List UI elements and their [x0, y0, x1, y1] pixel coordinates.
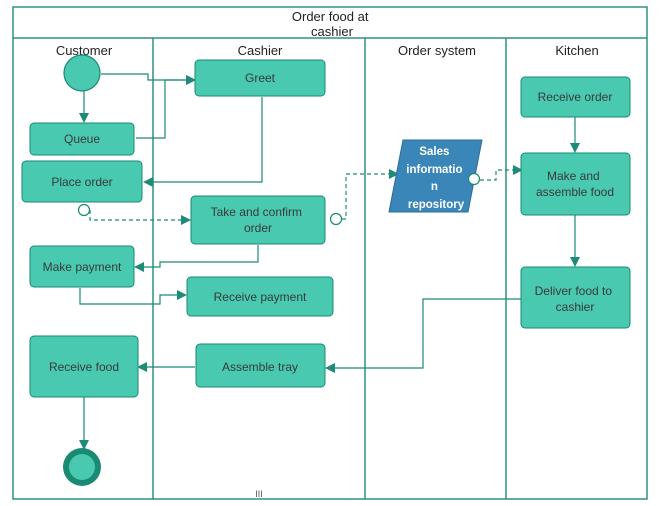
- lane-header-customer: Customer: [56, 43, 113, 58]
- svg-text:Queue: Queue: [64, 132, 100, 146]
- lane-header-kitchen: Kitchen: [555, 43, 598, 58]
- repo-label-3: n: [431, 181, 438, 193]
- node-receive-order: Receive order: [520, 76, 631, 118]
- edge-deliver-to-assemble-tray: [325, 298, 521, 373]
- node-receive-payment: Receive payment: [186, 276, 334, 317]
- lane-header-order-system: Order system: [398, 43, 476, 58]
- node-deliver-food: Deliver food to cashier: [520, 266, 631, 329]
- node-receive-food-label: Receive food: [49, 360, 119, 374]
- edge-take-confirm-to-repo: [342, 169, 399, 220]
- object-flow-pin-take-confirm: [329, 212, 343, 226]
- node-place-order-label: Place order: [51, 175, 112, 189]
- node-receive-food: Receive food: [29, 335, 139, 398]
- node-assemble-tray-label: Assemble tray: [222, 360, 298, 374]
- svg-text:Deliver food to cashier: Deliver food to cashier: [535, 284, 616, 314]
- diagram-title: Order food at cashier: [292, 9, 372, 39]
- repo-label-1: Sales: [419, 146, 449, 158]
- svg-text:Greet: Greet: [245, 71, 276, 85]
- node-receive-payment-label: Receive payment: [214, 290, 307, 304]
- node-take-confirm-order: Take and confirm order: [190, 195, 326, 245]
- diagram-title-line-2: cashier: [311, 24, 354, 39]
- repo-label-2: informatio: [406, 164, 462, 176]
- svg-text:Receive payment: Receive payment: [214, 290, 307, 304]
- node-queue-label: Queue: [64, 132, 100, 146]
- node-make-assemble-label-1: Make and: [547, 169, 600, 183]
- object-flow-pin-place-order: [77, 203, 91, 217]
- node-deliver-food-label-1: Deliver food to: [535, 284, 613, 298]
- node-sales-information-repository: Sales informatio n repository: [388, 139, 483, 213]
- svg-text:Place order: Place order: [51, 175, 112, 189]
- node-greet-label: Greet: [245, 71, 276, 85]
- object-flow-pin-repo: [467, 172, 481, 186]
- node-make-payment: Make payment: [29, 245, 135, 288]
- node-queue: Queue: [29, 122, 135, 156]
- svg-text:Receive food: Receive food: [49, 360, 119, 374]
- svg-text:Assemble tray: Assemble tray: [222, 360, 298, 374]
- resize-grip-mark[interactable]: III: [255, 489, 263, 499]
- node-make-assemble-food: Make and assemble food: [520, 152, 631, 216]
- edge-queue-to-greet: [136, 75, 196, 139]
- edge-take-confirm-to-make-payment: [134, 245, 259, 272]
- svg-text:Sales informatio n: Sales informatio n repository: [406, 146, 465, 211]
- diagram-title-line-1: Order food at: [292, 9, 369, 24]
- lane-header-cashier: Cashier: [238, 43, 283, 58]
- edge-repo-to-make-assemble: [480, 165, 523, 181]
- edge-place-order-to-take-confirm: [89, 210, 191, 225]
- initial-node: [63, 54, 101, 92]
- svg-text:Take and confirm order: Take and confirm order: [211, 205, 306, 235]
- edge-make-payment-to-receive-payment: [79, 288, 187, 305]
- node-take-confirm-label-1: Take and confirm: [211, 205, 302, 219]
- node-make-assemble-label-2: assemble food: [536, 185, 614, 199]
- edge-greet-to-place-order: [143, 97, 263, 187]
- node-take-confirm-label-2: order: [244, 221, 272, 235]
- svg-text:Receive order: Receive order: [538, 90, 613, 104]
- edges: [79, 73, 580, 450]
- node-place-order: Place order: [21, 160, 143, 203]
- node-receive-order-label: Receive order: [538, 90, 613, 104]
- node-make-payment-label: Make payment: [43, 260, 122, 274]
- repo-label-4: repository: [408, 199, 465, 211]
- final-node: [63, 448, 101, 486]
- node-greet: Greet: [194, 59, 326, 97]
- svg-text:Make and assemble food: Make and assemble food: [536, 169, 614, 199]
- node-deliver-food-label-2: cashier: [556, 300, 595, 314]
- svg-text:Make payment: Make payment: [43, 260, 122, 274]
- node-assemble-tray: Assemble tray: [195, 343, 326, 388]
